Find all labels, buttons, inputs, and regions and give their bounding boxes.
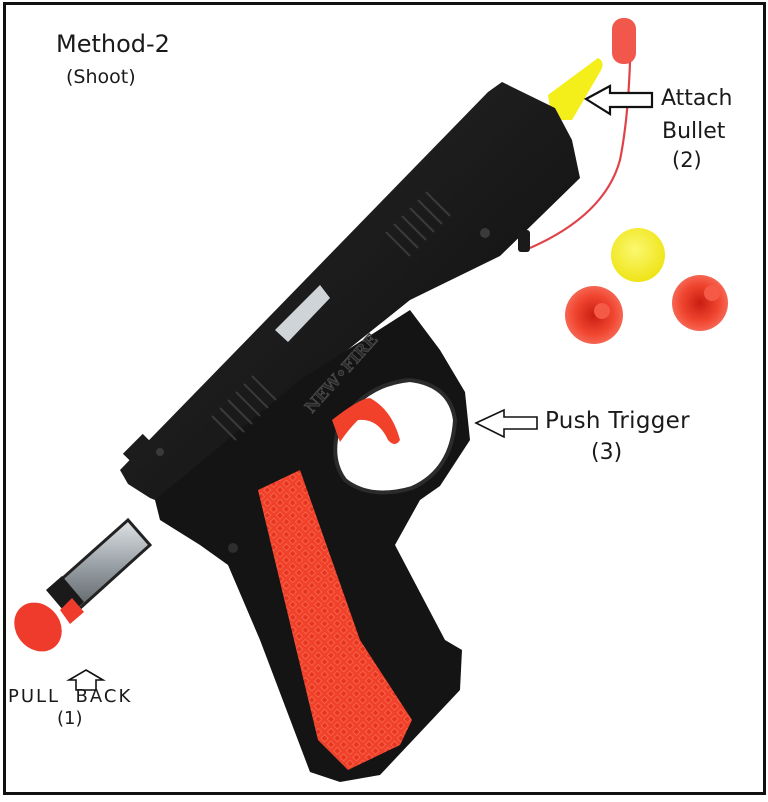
loose-darts — [565, 228, 728, 344]
step-2-label: (2) — [672, 148, 702, 172]
step-1-label: (1) — [57, 708, 83, 729]
trigger — [332, 398, 400, 444]
method-subtitle: (Shoot) — [66, 66, 136, 88]
grip-panel — [258, 470, 412, 770]
bullet-label: Bullet — [662, 119, 726, 144]
attach-label: Attach — [661, 86, 733, 111]
pullback-arrow-icon — [66, 669, 106, 691]
attach-arrow-icon — [583, 84, 654, 116]
trigger-arrow-icon — [474, 408, 538, 439]
plunger-rod — [14, 517, 153, 652]
step-3-label: (3) — [591, 440, 623, 465]
attached-dart — [529, 18, 636, 250]
push-trigger-label: Push Trigger — [545, 408, 690, 434]
toy-pistol: NEW•FIRE — [120, 82, 580, 782]
method-title: Method-2 — [56, 30, 170, 58]
pull-back-label: PULL BACK — [8, 686, 133, 707]
